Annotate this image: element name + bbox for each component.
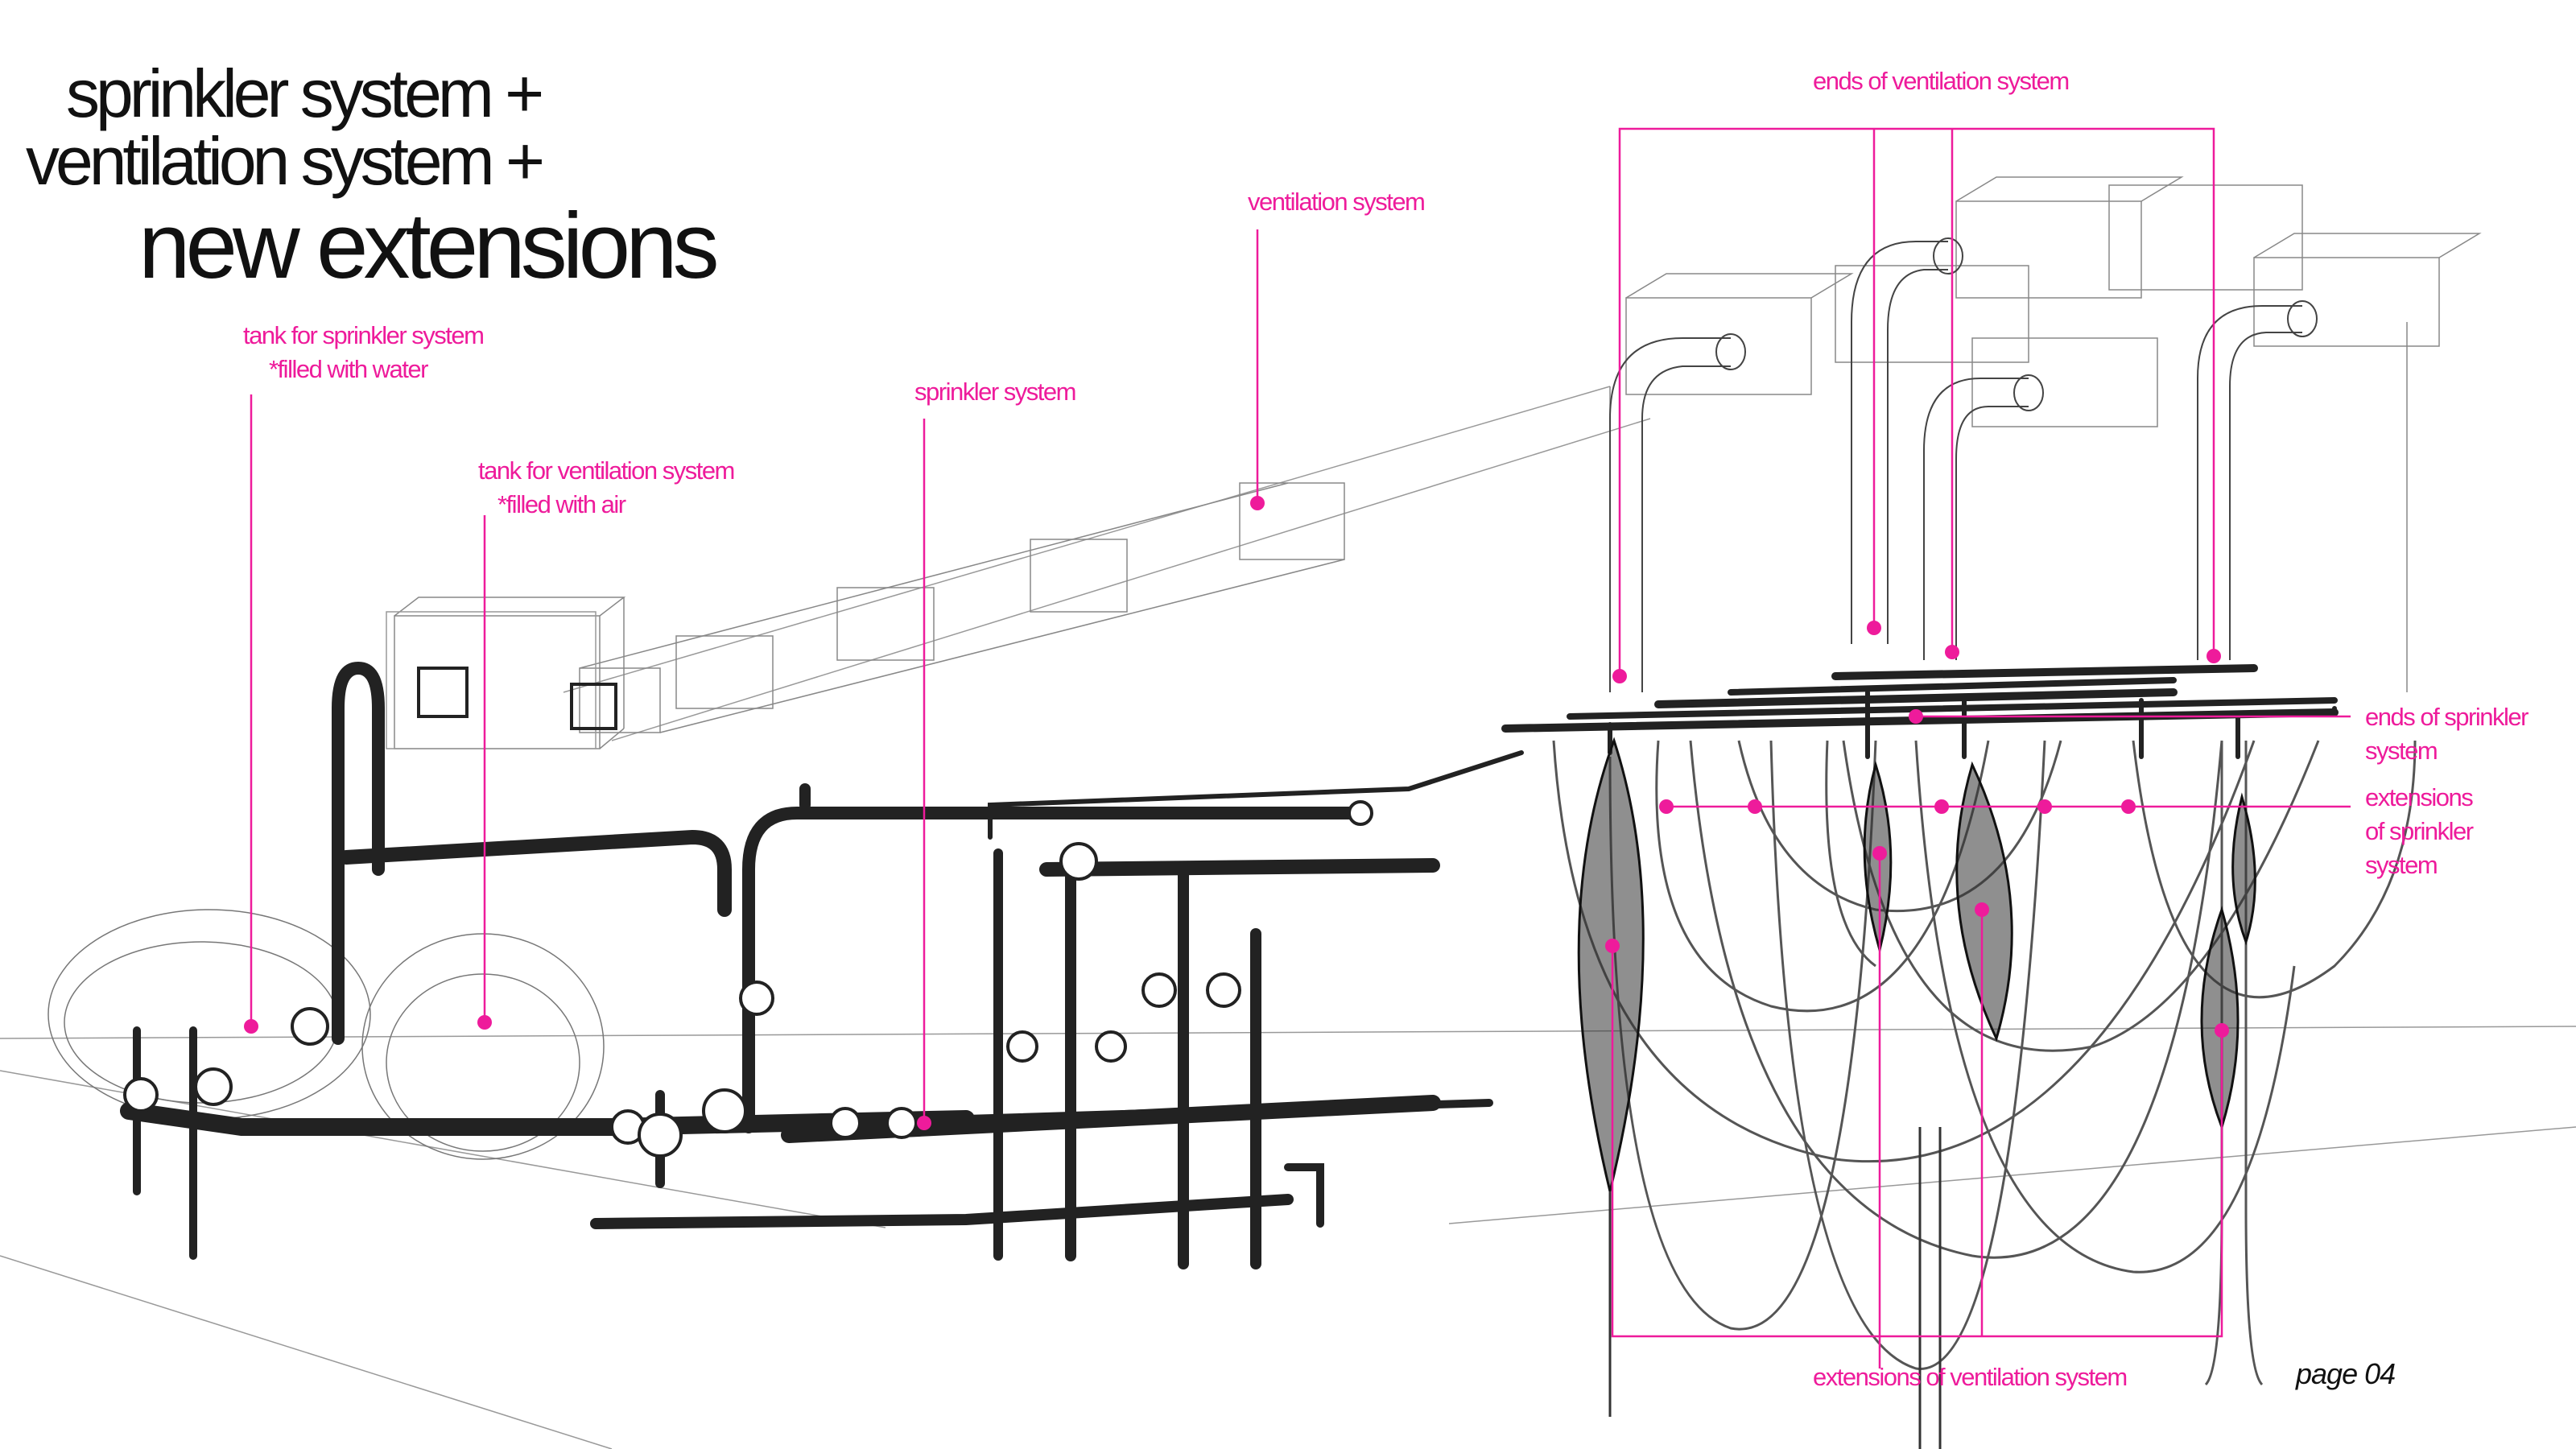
label-ends-sprinkler-2: system (2365, 737, 2438, 765)
label-extensions-sprinkler-1: extensions (2365, 783, 2474, 811)
sprinkler-piping (120, 661, 1524, 1269)
page-number: page 04 (2296, 1357, 2396, 1390)
label-extensions-sprinkler-2: of sprinkler (2365, 817, 2474, 845)
annotation-dots (244, 496, 2229, 1130)
central-trunk (1608, 1127, 1942, 1449)
label-tank-ventilation: tank for ventilation system (478, 456, 735, 485)
title-line-2: ventilation system + (26, 123, 545, 199)
label-ends-sprinkler-1: ends of sprinkler (2365, 703, 2529, 731)
title-line-1: sprinkler system + (66, 56, 544, 131)
ventilation-elbows (1609, 237, 2318, 692)
label-ventilation-system: ventilation system (1248, 188, 1426, 216)
sprinkler-frame (1501, 664, 2339, 759)
label-tank-sprinkler: tank for sprinkler system (243, 321, 485, 349)
ventilation-bulges (1577, 737, 2256, 1192)
label-extensions-sprinkler-3: system (2365, 851, 2438, 879)
label-tank-ventilation-note: *filled with air (497, 490, 626, 518)
title-line-3: new extensions (138, 193, 720, 298)
label-tank-sprinkler-note: *filled with water (269, 355, 428, 383)
ground-lines (0, 386, 2576, 1449)
label-sprinkler-system: sprinkler system (914, 378, 1076, 406)
label-extensions-ventilation: extensions of ventilation system (1813, 1363, 2128, 1391)
pipe-fittings (123, 800, 1373, 1158)
annotation-leaders (250, 127, 2351, 1368)
label-ends-ventilation: ends of ventilation system (1813, 67, 2070, 95)
